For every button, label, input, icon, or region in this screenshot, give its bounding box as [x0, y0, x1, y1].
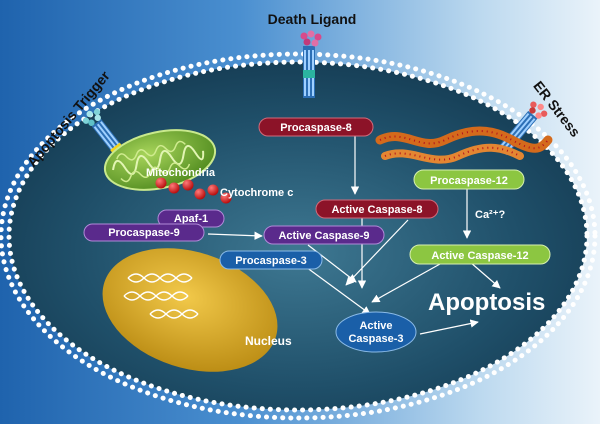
cytochrome-c-label: Cytochrome c — [220, 187, 293, 199]
active-caspase-8-text: Active Caspase-8 — [331, 204, 422, 216]
arrow-casp12-to-casp3 — [371, 263, 441, 303]
active-caspase-9-text: Active Caspase-9 — [278, 230, 369, 242]
arrow-casp8-to-casp3 — [345, 219, 409, 286]
node-procaspase-12: Procaspase-12 — [413, 169, 525, 190]
procaspase-3-text: Procaspase-3 — [235, 255, 307, 267]
nucleus-organelle — [102, 248, 278, 372]
arrow-procasp9-to-casp9 — [207, 231, 263, 240]
procaspase-8-text: Procaspase-8 — [280, 122, 352, 134]
mitochondria-organelle — [103, 129, 217, 191]
node-active-caspase-9: Active Caspase-9 — [263, 225, 385, 245]
apaf-1-text: Apaf-1 — [174, 213, 208, 225]
arrow-procasp3-to-casp3 — [305, 266, 371, 315]
nucleus-label: Nucleus — [245, 334, 292, 348]
procaspase-12-text: Procaspase-12 — [430, 175, 508, 187]
arrow-casp12-to-apoptosis — [469, 261, 501, 289]
dna-helix-icon — [123, 273, 199, 319]
active-caspase-3-text-2: Caspase-3 — [348, 333, 403, 345]
mitochondria-label: Mitochondria — [146, 167, 216, 179]
endoplasmic-reticulum — [375, 126, 553, 164]
node-procaspase-3: Procaspase-3 — [219, 250, 323, 270]
er-receptor-icon — [497, 101, 548, 156]
cytochrome-c-molecules — [155, 177, 232, 204]
active-caspase-3-text-1: Active — [359, 320, 392, 332]
death-ligand-label: Death Ligand — [268, 11, 357, 27]
apoptosis-label: Apoptosis — [428, 289, 545, 316]
node-active-caspase-12: Active Caspase-12 — [409, 244, 551, 265]
arrow-casp3-to-apoptosis — [419, 319, 479, 335]
procaspase-9-text: Procaspase-9 — [108, 227, 180, 239]
node-active-caspase-3: Active Caspase-3 — [335, 311, 417, 353]
node-procaspase-9: Procaspase-9 — [83, 223, 205, 242]
node-procaspase-8: Procaspase-8 — [258, 117, 374, 137]
node-active-caspase-8: Active Caspase-8 — [315, 199, 439, 219]
death-receptor-icon — [300, 30, 322, 98]
calcium-label: Ca²⁺? — [475, 209, 506, 221]
active-caspase-12-text: Active Caspase-12 — [431, 250, 528, 262]
